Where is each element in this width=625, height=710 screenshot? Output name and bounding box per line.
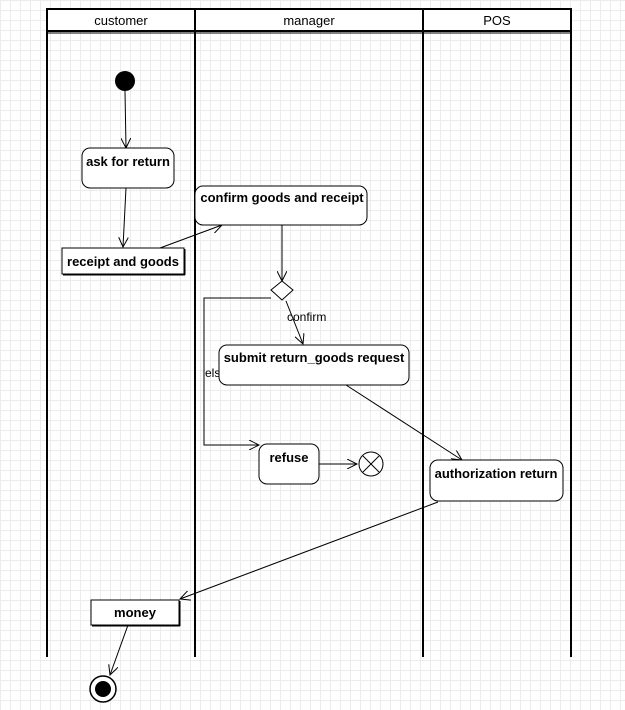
- flow-ask-to-receipt: [123, 187, 126, 247]
- action-authorization-return-label: authorization return: [435, 466, 558, 481]
- lane-title-manager: manager: [283, 13, 335, 28]
- flow-receipt-to-confirm: [159, 225, 222, 249]
- object-receipt-and-goods: receipt and goods: [61, 247, 186, 276]
- action-submit-return-goods-request: submit return_goods request: [218, 344, 410, 386]
- object-money: money: [90, 599, 181, 627]
- flow-start-to-ask: [125, 90, 126, 148]
- lane-title-customer: customer: [94, 13, 148, 28]
- flow-edges: [110, 90, 462, 675]
- action-confirm-goods-and-receipt: confirm goods and receipt: [194, 185, 368, 226]
- decision-node: [270, 280, 294, 301]
- action-refuse: refuse: [258, 443, 320, 485]
- flow-authorization-to-money: [180, 501, 439, 599]
- initial-node: [115, 71, 135, 91]
- guard-confirm: confirm: [287, 310, 326, 324]
- flow-money-to-end: [110, 624, 129, 675]
- action-ask-for-return: ask for return: [81, 147, 175, 189]
- action-authorization-return: authorization return: [429, 459, 564, 502]
- object-money-label: money: [114, 605, 157, 620]
- flow-decision-to-refuse: [203, 297, 271, 445]
- flow-decision-to-submit: [285, 300, 303, 344]
- lane-title-pos: POS: [483, 13, 511, 28]
- flow-final-node: [358, 451, 384, 477]
- flow-submit-to-authorization: [345, 384, 462, 460]
- action-refuse-label: refuse: [269, 450, 308, 465]
- action-confirm-goods-and-receipt-label: confirm goods and receipt: [200, 190, 364, 205]
- activity-final-node: [89, 675, 117, 703]
- action-ask-for-return-label: ask for return: [86, 154, 170, 169]
- object-receipt-and-goods-label: receipt and goods: [67, 254, 179, 269]
- action-submit-return-goods-request-label: submit return_goods request: [224, 350, 405, 365]
